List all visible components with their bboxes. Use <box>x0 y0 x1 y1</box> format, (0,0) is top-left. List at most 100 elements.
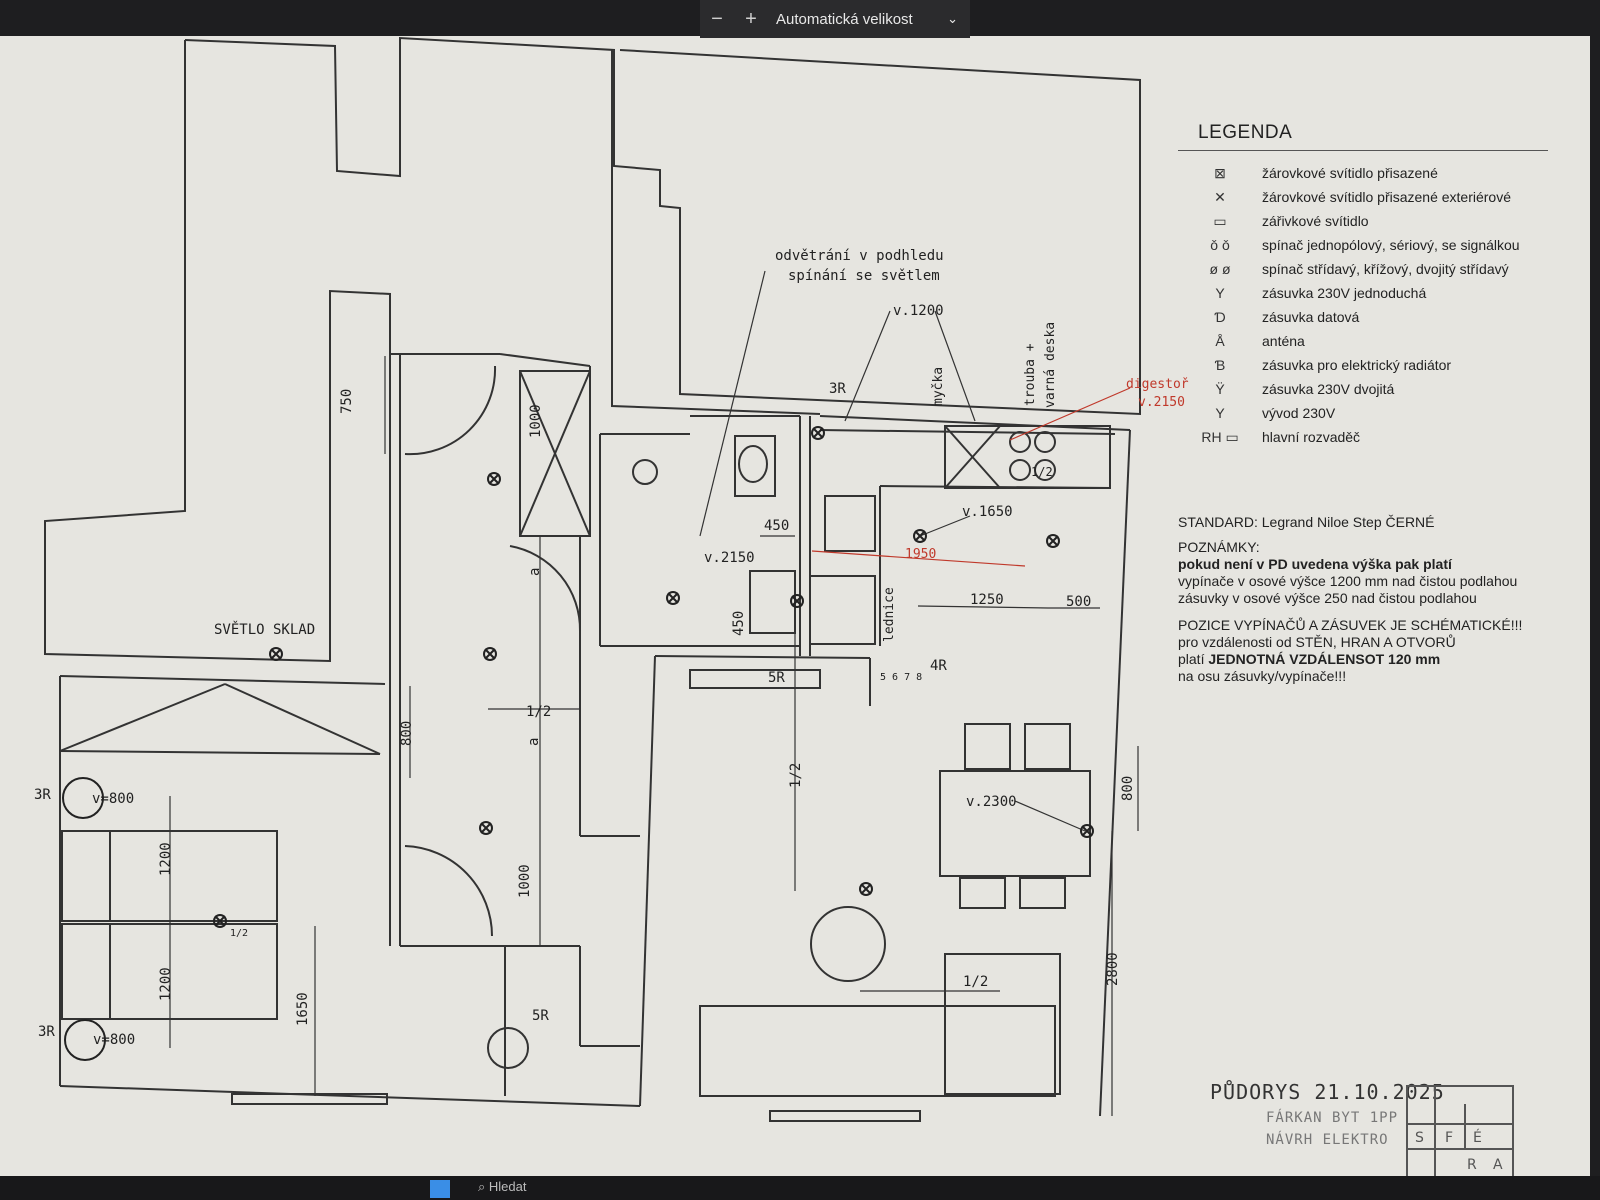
title-block: PŮDORYS 21.10.2025 FÁRKAN BYT 1PP NÁVRH … <box>1210 1080 1445 1148</box>
notes-bold: pokud není v PD uvedena výška pak platí <box>1178 556 1452 572</box>
single-switch-icon: ǒ ǒ <box>1210 237 1230 253</box>
plan-subtitle: FÁRKAN BYT 1PP <box>1266 1110 1399 1126</box>
label-3r-left: 3R <box>34 787 51 803</box>
dim-1950: 1950 <box>905 547 936 562</box>
label-half-e: 1/2 <box>230 928 248 939</box>
dim-450-b: 450 <box>731 611 747 636</box>
standard-note: STANDARD: Legrand Niloe Step ČERNÉ <box>1178 514 1435 530</box>
label-v2300: v.2300 <box>966 794 1017 810</box>
exterior-lamp-icon: ✕ <box>1214 188 1226 205</box>
radiator-socket-icon: Ɓ <box>1214 357 1226 373</box>
dim-450-a: 450 <box>764 518 789 534</box>
label-a-1: a <box>527 568 543 576</box>
label-3r-left-b: 3R <box>38 1024 55 1040</box>
notes-line: vypínače v osové výšce 1200 mm nad čisto… <box>1178 573 1518 589</box>
legend-item: ✕žárovkové svítidlo přisazené exteriérov… <box>1178 185 1578 209</box>
label-5r-mid: 5R <box>768 670 785 686</box>
socket-icon: Y <box>1215 285 1225 301</box>
position-heading: POZICE VYPÍNAČŮ A ZÁSUVEK JE SCHÉMATICKÉ… <box>1178 617 1523 633</box>
dim-1200-a: 1200 <box>158 842 174 876</box>
notes: STANDARD: Legrand Niloe Step ČERNÉ POZNÁ… <box>1178 514 1578 685</box>
position-line: na osu zásuvky/vypínače!!! <box>1178 668 1347 684</box>
dim-1650: 1650 <box>295 992 311 1026</box>
dim-500: 500 <box>1066 594 1091 610</box>
main-panel-icon: RH ▭ <box>1201 428 1239 445</box>
label-half-c: 1/2 <box>1031 465 1053 479</box>
label-hood-height: v.2150 <box>1138 395 1185 410</box>
chevron-down-icon[interactable]: ⌄ <box>947 11 958 26</box>
legend-item: RH ▭hlavní rozvaděč <box>1178 425 1578 449</box>
label-half-d: 1/2 <box>963 974 988 990</box>
svg-text:S: S <box>1415 1130 1424 1146</box>
label-ventilation: odvětrání v podhledu <box>775 248 944 264</box>
data-socket-icon: Ɗ <box>1214 309 1226 325</box>
windows-start-icon[interactable] <box>430 1180 450 1198</box>
svg-text:F: F <box>1445 1130 1453 1146</box>
label-v2150: v.2150 <box>704 550 755 566</box>
notes-heading: POZNÁMKY: <box>1178 539 1260 555</box>
legend: LEGENDA ⊠žárovkové svítidlo přisazené ✕ž… <box>1178 122 1578 449</box>
dim-1000-a: 1000 <box>528 404 544 438</box>
legend-item: ▭zářivkové svítidlo <box>1178 209 1578 233</box>
antenna-icon: Å <box>1215 333 1225 349</box>
svg-text:É: É <box>1473 1129 1482 1146</box>
label-hob: varná deska <box>1043 322 1058 408</box>
svg-text:R: R <box>1467 1157 1477 1173</box>
taskbar-search[interactable]: ⌕ Hledat <box>478 1179 527 1194</box>
double-socket-icon: Ÿ <box>1215 381 1225 397</box>
zoom-select[interactable]: Automatická velikost <box>776 10 913 28</box>
plan-subtitle: NÁVRH ELEKTRO <box>1266 1132 1389 1148</box>
label-switches-5678: 5 6 7 8 <box>880 672 922 683</box>
viewer-toolbar: − + Automatická velikost ⌄ <box>700 0 970 38</box>
legend-item: ⊠žárovkové svítidlo přisazené <box>1178 161 1578 185</box>
label-v800-b: v=800 <box>93 1032 135 1048</box>
legend-title: LEGENDA <box>1198 122 1293 143</box>
label-3r-top: 3R <box>829 381 846 397</box>
label-hood: digestoř <box>1126 377 1189 392</box>
lamp-icon: ⊠ <box>1214 164 1226 181</box>
svg-text:A: A <box>1493 1157 1503 1173</box>
dim-1000-b: 1000 <box>517 864 533 898</box>
plan-title: PŮDORYS 21.10.2025 <box>1210 1080 1445 1104</box>
drawing-sheet: odvětrání v podhledu spínání se světlem … <box>0 36 1590 1183</box>
dim-1200-b: 1200 <box>158 967 174 1001</box>
floor-plan: odvětrání v podhledu spínání se světlem … <box>34 36 1189 1122</box>
outlet-icon: Y <box>1215 405 1225 421</box>
dim-800-a: 800 <box>399 721 415 746</box>
label-half-b: 1/2 <box>788 763 804 788</box>
dim-800-b: 800 <box>1120 776 1136 801</box>
dim-2800: 2800 <box>1105 952 1121 986</box>
label-a-2: a <box>526 738 542 746</box>
legend-divider <box>1178 150 1548 151</box>
notes-line: zásuvky v osové výšce 250 nad čistou pod… <box>1178 590 1477 606</box>
label-dishwasher: myčka <box>931 367 946 406</box>
dim-750: 750 <box>339 389 355 414</box>
position-line: pro vzdálenosti od STĚN, HRAN A OTVORŮ <box>1178 634 1456 650</box>
label-5r-bottom: 5R <box>532 1008 549 1024</box>
zoom-in-button[interactable]: + <box>745 7 757 30</box>
label-oven: trouba + <box>1023 343 1038 406</box>
dim-1250: 1250 <box>970 592 1004 608</box>
label-storage-light: SVĚTLO SKLAD <box>214 621 315 638</box>
label-fridge: lednice <box>882 587 897 642</box>
label-4r: 4R <box>930 658 947 674</box>
position-line: platí JEDNOTNÁ VZDÁLENSOT 120 mm <box>1178 651 1441 667</box>
label-ventilation-switching: spínání se světlem <box>788 268 940 284</box>
label-v800-a: v=800 <box>92 791 134 807</box>
fluorescent-lamp-icon: ▭ <box>1213 212 1227 229</box>
label-half-a: 1/2 <box>526 704 551 720</box>
zoom-out-button[interactable]: − <box>711 7 723 30</box>
label-v1200: v.1200 <box>893 303 944 319</box>
alternating-switch-icon: ø ø <box>1209 261 1231 277</box>
taskbar: ⌕ Hledat <box>0 1176 1600 1200</box>
label-v1650: v.1650 <box>962 504 1013 520</box>
